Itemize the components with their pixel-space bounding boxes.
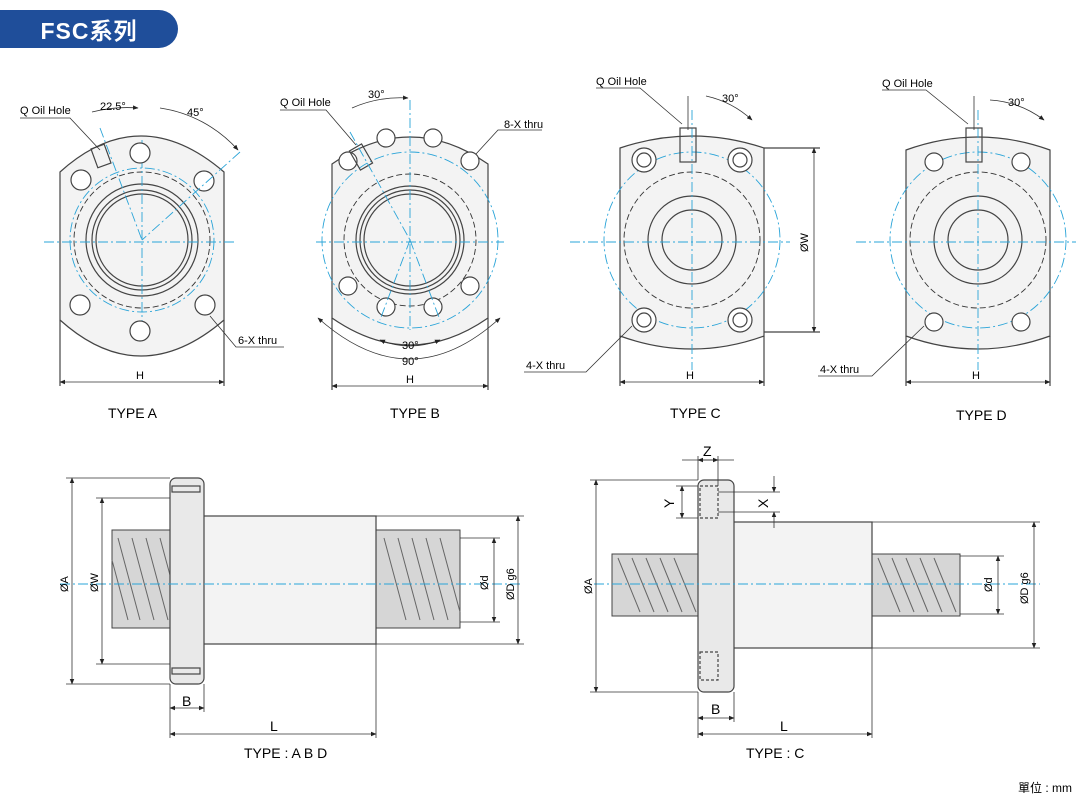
- type-c-oil-hole-label: Q Oil Hole: [596, 76, 647, 88]
- side-abd-body-dia: ØD g6: [505, 568, 517, 600]
- side-view-c: [590, 456, 1040, 738]
- type-b-holes-label: 8-X thru: [504, 119, 543, 131]
- type-a-angle-1: 22.5°: [100, 101, 126, 113]
- side-c-body-dia: ØD g6: [1019, 572, 1031, 604]
- side-c-flange-thk: B: [711, 701, 720, 717]
- type-b-angle-2: 30°: [402, 340, 419, 352]
- side-abd-shaft-dia: Ød: [479, 575, 491, 590]
- side-abd-flange-thk: B: [182, 693, 191, 709]
- side-abd-length: L: [270, 718, 278, 734]
- type-d-caption: TYPE D: [956, 407, 1007, 423]
- type-a-angle-2: 45°: [187, 107, 204, 119]
- type-d-angle-1: 30°: [1008, 97, 1025, 109]
- series-title: FSC系列: [0, 10, 178, 48]
- side-view-abd: [60, 477, 524, 738]
- type-a-holes-label: 6-X thru: [238, 335, 277, 347]
- type-b-angle-1: 30°: [368, 89, 385, 101]
- type-b-front-view: [280, 95, 542, 390]
- side-c-caption: TYPE : C: [746, 745, 804, 761]
- type-c-width-label: H: [686, 370, 694, 382]
- type-a-caption: TYPE A: [108, 405, 158, 421]
- side-abd-flange-dia: ØA: [59, 575, 71, 592]
- side-c-flange-dia: ØA: [583, 577, 595, 594]
- type-c-caption: TYPE C: [670, 405, 721, 421]
- unit-label: 單位 : mm: [1018, 781, 1072, 795]
- type-c-holes-label: 4-X thru: [526, 360, 565, 372]
- type-a-front-view: [20, 105, 284, 386]
- side-c-length: L: [780, 718, 788, 734]
- type-d-holes-label: 4-X thru: [820, 364, 859, 376]
- type-c-height-label: ØW: [799, 232, 811, 252]
- type-b-caption: TYPE B: [390, 405, 440, 421]
- type-d-width-label: H: [972, 370, 980, 382]
- type-b-angle-3: 90°: [402, 356, 419, 368]
- side-abd-caption: TYPE : A B D: [244, 745, 327, 761]
- side-c-z-label: Z: [703, 443, 712, 459]
- type-d-oil-hole-label: Q Oil Hole: [882, 78, 933, 90]
- type-c-angle-1: 30°: [722, 93, 739, 105]
- type-a-width-label: H: [136, 370, 144, 382]
- side-c-shaft-dia: Ød: [983, 577, 995, 592]
- side-c-x-label: X: [755, 498, 771, 508]
- type-b-width-label: H: [406, 374, 414, 386]
- type-d-front-view: [818, 89, 1076, 386]
- type-a-oil-hole-label: Q Oil Hole: [20, 105, 71, 117]
- type-b-oil-hole-label: Q Oil Hole: [280, 97, 331, 109]
- side-c-y-label: Y: [661, 498, 677, 508]
- type-c-front-view: [524, 87, 820, 386]
- side-abd-bolt-circle: ØW: [89, 572, 101, 592]
